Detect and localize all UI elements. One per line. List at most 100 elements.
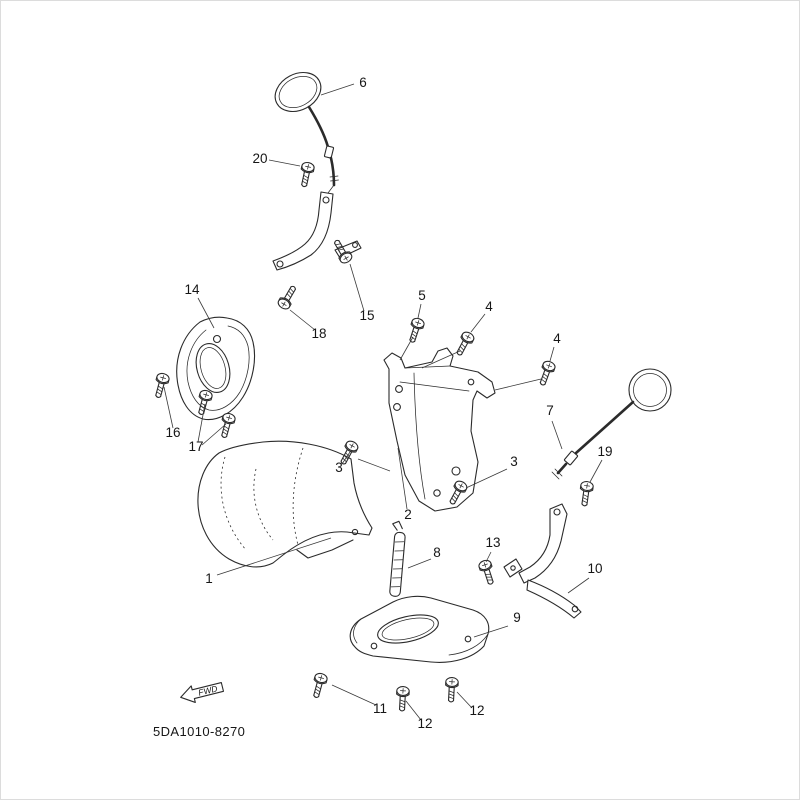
- screw-icon-5: [405, 316, 426, 345]
- mirror-glass-right: [628, 368, 672, 412]
- callout-13: 13: [485, 535, 500, 550]
- band-hook: [392, 520, 403, 531]
- leader-line: [201, 423, 227, 446]
- callout-12b: 12: [469, 703, 484, 718]
- callout-14: 14: [184, 282, 200, 297]
- callout-15: 15: [359, 308, 374, 323]
- stay-panel-outline: [383, 347, 496, 512]
- leader-line: [268, 159, 301, 167]
- lever-hole: [352, 242, 358, 248]
- mirror-stem-joint: [323, 145, 335, 159]
- screw-icon-19: [577, 480, 595, 508]
- mirror-glass-right-inner-edge: [633, 373, 667, 407]
- cowling-hole: [351, 528, 359, 536]
- leader-line: [320, 83, 355, 96]
- callout-3a: 3: [335, 460, 343, 475]
- stay-panel-top-edge: [404, 365, 451, 369]
- mirror-stem-upper: [307, 105, 330, 149]
- mirror-glass-inner-edge: [278, 75, 318, 109]
- mirror-stem-right-upper: [574, 400, 635, 455]
- mirror-stem-right-joint: [563, 450, 579, 466]
- screw-icon-20: [297, 160, 316, 189]
- callout-2: 2: [404, 507, 412, 522]
- leader-line: [397, 447, 408, 510]
- panel-outline: [176, 316, 256, 421]
- under-cover-slot-inner: [381, 617, 435, 641]
- screw-icon-18: [275, 283, 300, 312]
- callout-12a: 12: [417, 716, 432, 731]
- leader-line: [216, 537, 332, 576]
- fwd-label: FWD: [197, 683, 218, 697]
- panel-hole: [212, 334, 222, 344]
- band-body: [389, 531, 406, 597]
- leader-line: [470, 313, 486, 333]
- assembly-line: [357, 458, 391, 472]
- leader-line: [163, 386, 174, 429]
- cowling-crease-center: [292, 447, 304, 546]
- stay-right-lower-arm: [526, 579, 582, 619]
- callout-7: 7: [546, 403, 554, 418]
- leader-line: [197, 403, 206, 443]
- callout-18: 18: [311, 326, 326, 341]
- callout-4a: 4: [485, 299, 493, 314]
- band-rungs: [390, 541, 405, 588]
- screw-icon-13: [477, 558, 498, 587]
- leader-line: [589, 459, 603, 483]
- panel-slot: [195, 343, 231, 393]
- stay-panel-hole-2: [393, 403, 401, 411]
- stay-panel-contour: [399, 381, 470, 392]
- callout-16: 16: [165, 425, 180, 440]
- stay-panel-rib: [413, 372, 426, 500]
- leader-line: [407, 558, 432, 569]
- stay-hole-end: [276, 260, 284, 268]
- leader-line: [417, 303, 422, 319]
- callout-9: 9: [513, 610, 521, 625]
- screw-icon-4b: [535, 359, 557, 388]
- fwd-marker: FWD: [180, 682, 225, 703]
- panel-slot-inner: [199, 347, 227, 389]
- band-stay: [389, 520, 406, 597]
- screw-icon-11: [309, 671, 329, 700]
- leader-line: [289, 309, 316, 331]
- callout-5: 5: [418, 288, 426, 303]
- assembly-line: [399, 336, 414, 361]
- stay-panel-hole-1: [395, 385, 403, 393]
- front-cowling: [197, 440, 373, 568]
- stem-to-bracket-line: [327, 184, 335, 194]
- screw-icon-12a: [395, 685, 410, 712]
- leader-line: [405, 700, 422, 721]
- mirror-stem-right-lower: [556, 462, 568, 475]
- clamp-plate: [503, 558, 523, 578]
- callout-17: 17: [188, 439, 203, 454]
- under-cover-slot: [377, 614, 439, 644]
- stay-panel-hole-5: [467, 378, 475, 386]
- panel-inner-edge: [186, 325, 250, 411]
- mirror-stem-right-threads: [551, 468, 563, 480]
- callout-8: 8: [433, 545, 441, 560]
- leader-line: [549, 346, 555, 362]
- callout-3b: 3: [510, 454, 518, 469]
- callout-19: 19: [597, 444, 612, 459]
- callout-1: 1: [205, 571, 213, 586]
- assembly-line: [494, 378, 542, 391]
- under-cover-hole-right: [464, 635, 472, 643]
- stay-right-hole-end: [571, 605, 579, 613]
- under-cover-outline: [349, 595, 490, 663]
- screw-icon-4a: [452, 329, 477, 359]
- callout-20: 20: [252, 151, 267, 166]
- stay-right-hole-top: [553, 508, 561, 516]
- assembly-line: [421, 350, 461, 369]
- stay-panel-hole-3: [451, 466, 461, 476]
- cowling-outline: [197, 440, 373, 568]
- stay-hole-top: [322, 196, 330, 204]
- callout-10: 10: [587, 561, 602, 576]
- mirror-glass: [274, 71, 322, 113]
- mirror-stem-lower: [329, 156, 336, 187]
- leader-line: [485, 551, 492, 563]
- leader-line: [567, 577, 590, 594]
- left-mirror: [274, 71, 339, 194]
- clamp-hole: [510, 565, 516, 571]
- fwd-arrow-icon: [180, 682, 225, 703]
